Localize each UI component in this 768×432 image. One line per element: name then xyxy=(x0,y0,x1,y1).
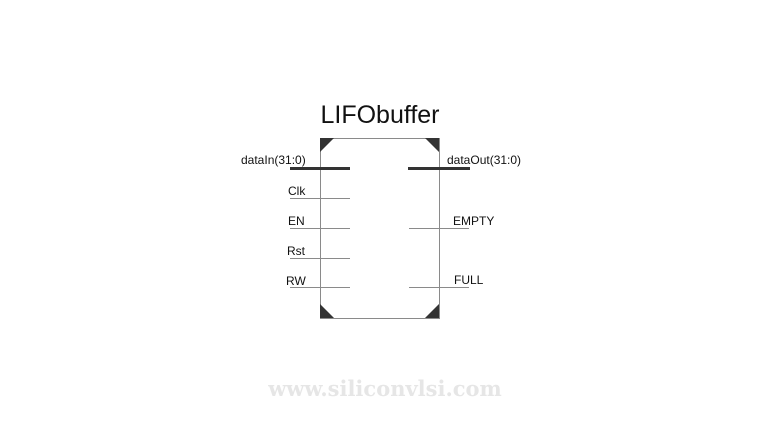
pin-label-empty: EMPTY xyxy=(453,214,495,228)
pin-line-en xyxy=(290,228,350,229)
pin-label-datain: dataIn(31:0) xyxy=(241,153,306,167)
pin-line-empty xyxy=(409,228,469,229)
pin-line-rw xyxy=(290,287,350,288)
pin-label-rst: Rst xyxy=(287,244,305,258)
corner-marker-bottom-left xyxy=(320,304,334,318)
watermark-text: www.siliconvlsi.com xyxy=(268,376,502,401)
pin-line-clk xyxy=(290,198,350,199)
corner-marker-top-left xyxy=(320,138,334,152)
pin-label-en: EN xyxy=(288,214,305,228)
pin-label-full: FULL xyxy=(454,273,484,287)
corner-marker-bottom-right xyxy=(425,304,439,318)
pin-label-rw: RW xyxy=(286,274,306,288)
pin-bus-dataout xyxy=(408,167,470,170)
pin-label-clk: Clk xyxy=(288,184,306,198)
pin-label-dataout: dataOut(31:0) xyxy=(447,153,522,167)
pin-line-full xyxy=(409,287,469,288)
pin-bus-datain xyxy=(290,167,350,170)
block-title: LIFObuffer xyxy=(320,101,440,129)
pin-line-rst xyxy=(290,258,350,259)
corner-marker-top-right xyxy=(425,138,439,152)
